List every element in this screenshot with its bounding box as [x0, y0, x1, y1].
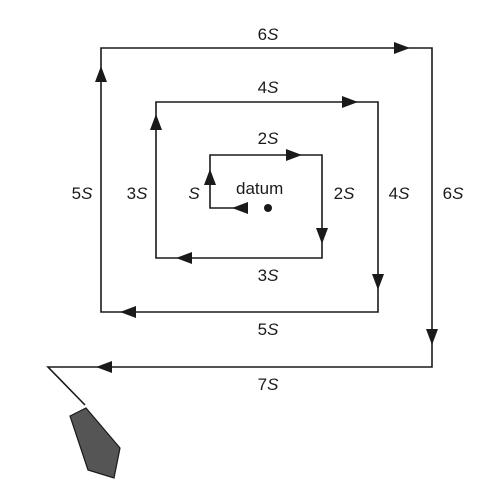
arrow-leg-11	[426, 329, 438, 345]
arrow-leg-3	[316, 228, 328, 244]
leg-label-12: 7S	[258, 375, 279, 394]
arrow-leg-12	[96, 361, 112, 373]
datum-label: datum	[236, 179, 283, 198]
search-vessel	[69, 407, 121, 479]
leg-label-11: 6S	[443, 184, 464, 203]
leg-label-6: 4S	[258, 78, 279, 97]
arrow-leg-4	[176, 252, 192, 264]
arrow-leg-2	[286, 149, 302, 161]
leg-label-3: 2S	[334, 184, 355, 203]
arrow-leg-1	[204, 169, 216, 185]
leg-label-5: 3S	[127, 184, 148, 203]
arrow-leg-8	[120, 306, 136, 318]
leg-label-1: S	[188, 184, 200, 203]
search-track	[46, 47, 433, 406]
leg-label-8: 5S	[258, 320, 279, 339]
leg-label-9: 5S	[72, 184, 93, 203]
arrow-leg-10	[394, 42, 410, 54]
arrow-leg-5	[150, 114, 162, 130]
arrow-leg-9	[95, 66, 107, 82]
datum-point	[264, 204, 272, 212]
arrow-leg-0	[232, 202, 248, 214]
leg-label-10: 6S	[258, 25, 279, 44]
arrow-leg-6	[342, 96, 358, 108]
leg-label-2: 2S	[258, 129, 279, 148]
arrow-leg-7	[372, 274, 384, 290]
leg-label-4: 3S	[258, 266, 279, 285]
leg-label-7: 4S	[389, 184, 410, 203]
